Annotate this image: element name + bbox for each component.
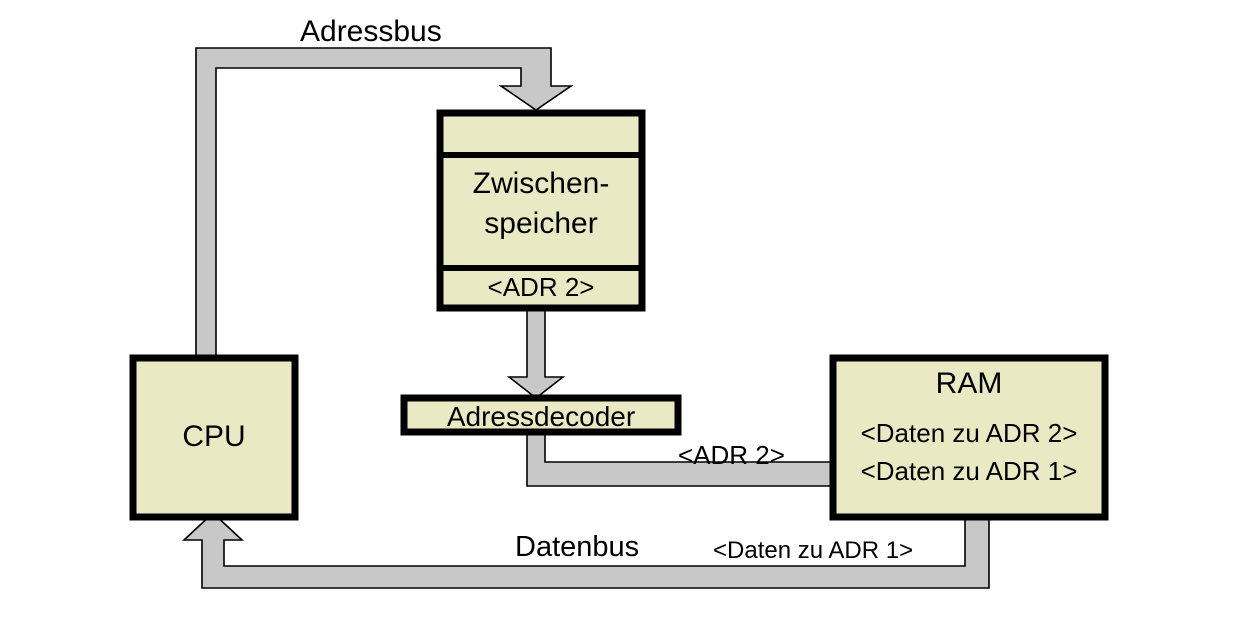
- zwischenspeicher-box[interactable]: [436, 109, 646, 312]
- adressbus-arrow: [195, 47, 574, 359]
- datenbus-payload-label: <Daten zu ADR 1>: [713, 537, 914, 564]
- cpu-box[interactable]: [129, 354, 299, 521]
- datenbus-arrow: [181, 511, 990, 589]
- adressdecoder-box[interactable]: [400, 394, 682, 436]
- speicher-to-decoder-arrow: [506, 307, 566, 400]
- datenbus-label: Datenbus: [515, 531, 640, 563]
- adressbus-label: Adressbus: [300, 15, 442, 48]
- ram-box[interactable]: [829, 354, 1109, 521]
- decoder-to-ram-label: <ADR 2>: [678, 440, 785, 470]
